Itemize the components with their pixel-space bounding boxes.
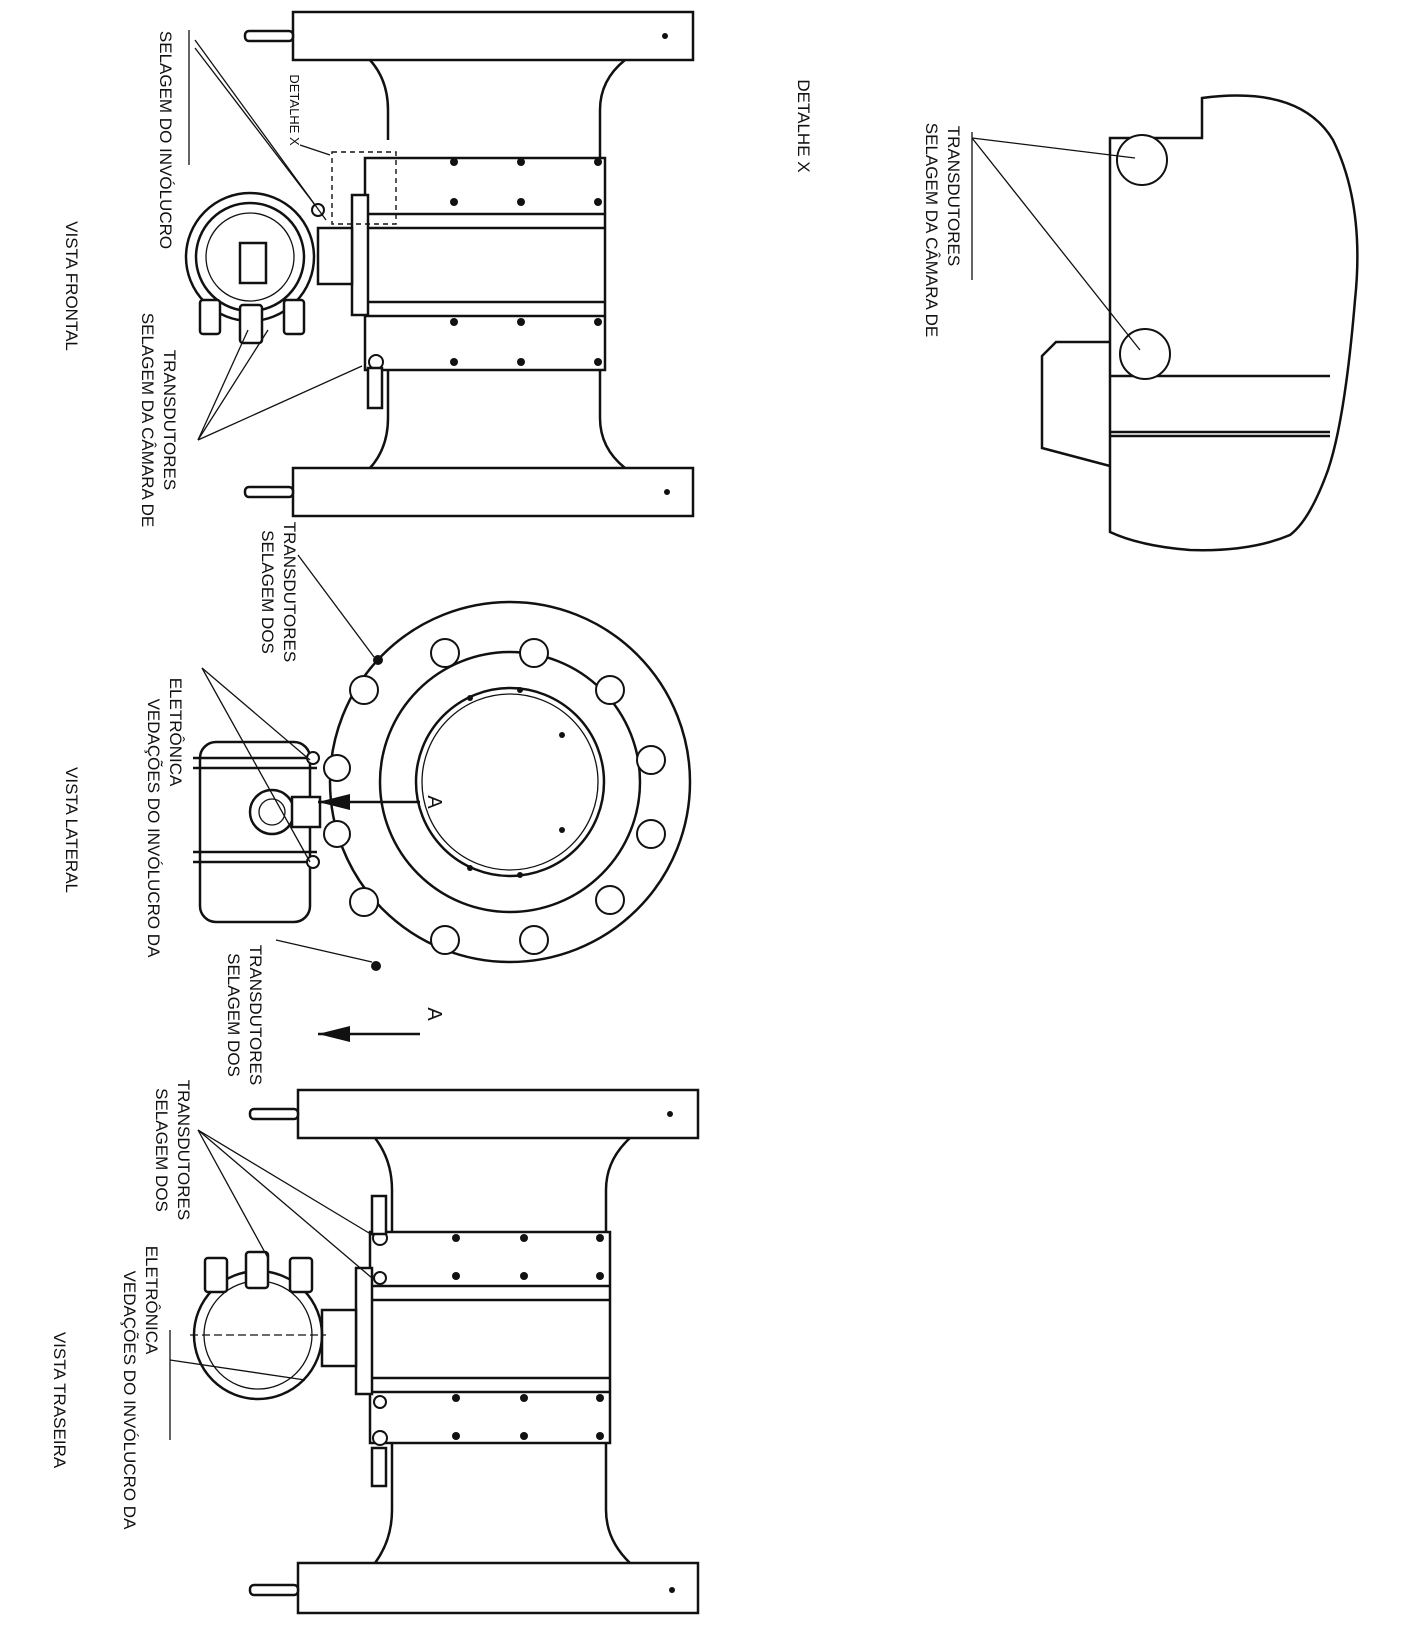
detail-seal-1 bbox=[1116, 134, 1168, 186]
detail-x-view: DETALHE X SELAGEM DA CÂMARA DE TRANSDUTO… bbox=[794, 79, 1359, 552]
rear-meter-body bbox=[368, 1230, 612, 1445]
detail-chamber-seal-2: TRANSDUTORES bbox=[944, 126, 963, 266]
side-section-a-top: A bbox=[423, 795, 445, 809]
front-meter-body bbox=[363, 156, 607, 372]
front-detail-x-label: DETALHE X bbox=[287, 74, 302, 146]
side-electronics-seal-2: ELETRÔNICA bbox=[166, 678, 185, 787]
front-housing-seal-label: SELAGEM DO INVÓLUCRO bbox=[156, 31, 175, 249]
front-transmitter-head bbox=[184, 191, 316, 345]
side-section-a-bottom: A bbox=[423, 1007, 445, 1021]
side-transducer-seal-top-2: TRANSDUTORES bbox=[280, 522, 299, 662]
rear-electronics-seal-1: VEDAÇÕES DO INVÓLUCRO DA bbox=[120, 1271, 139, 1530]
detail-x-outline bbox=[1108, 94, 1359, 552]
front-chamber-seal-label-1: SELAGEM DA CÂMARA DE bbox=[138, 313, 157, 527]
rear-transmitter-head bbox=[190, 1250, 326, 1401]
side-transducer-seal-bottom-1: SELAGEM DOS bbox=[224, 953, 243, 1077]
rear-electronics-seal-2: ELETRÔNICA bbox=[142, 1246, 161, 1355]
side-flange bbox=[328, 600, 692, 964]
detail-x-title: DETALHE X bbox=[794, 79, 813, 172]
front-chamber-seal-label-2: TRANSDUTORES bbox=[160, 350, 179, 490]
rear-flange-top bbox=[296, 1088, 700, 1140]
side-view: VISTA LATERAL SELAGEM DOS TRANSDUTORES V… bbox=[62, 522, 692, 1085]
rear-transducer-seal-2: TRANSDUTORES bbox=[174, 1080, 193, 1220]
front-flange-top bbox=[291, 10, 695, 62]
side-view-title: VISTA LATERAL bbox=[62, 767, 81, 893]
detail-chamber-seal-1: SELAGEM DA CÂMARA DE bbox=[922, 123, 941, 337]
detail-seal-2 bbox=[1119, 328, 1171, 380]
rear-view-title: VISTA TRASEIRA bbox=[50, 1332, 69, 1469]
rear-transducer-seal-1: SELAGEM DOS bbox=[152, 1088, 171, 1212]
front-detail-x-box bbox=[331, 151, 397, 225]
rear-flange-bottom bbox=[296, 1561, 700, 1615]
front-flange-bottom bbox=[291, 466, 695, 518]
side-bore bbox=[414, 686, 606, 878]
front-view: VISTA FRONTAL SELAGEM DO INVÓLUCRO DETAL… bbox=[62, 10, 695, 527]
side-transducer-seal-top-1: SELAGEM DOS bbox=[258, 530, 277, 654]
rear-view: VISTA TRASEIRA SELAGEM DOS TRANSDUTORES … bbox=[50, 1080, 700, 1615]
side-electronics-housing bbox=[193, 740, 322, 924]
side-transducer-seal-bottom-2: TRANSDUTORES bbox=[246, 945, 265, 1085]
side-electronics-seal-1: VEDAÇÕES DO INVÓLUCRO DA bbox=[144, 699, 163, 958]
front-view-title: VISTA FRONTAL bbox=[62, 221, 81, 351]
